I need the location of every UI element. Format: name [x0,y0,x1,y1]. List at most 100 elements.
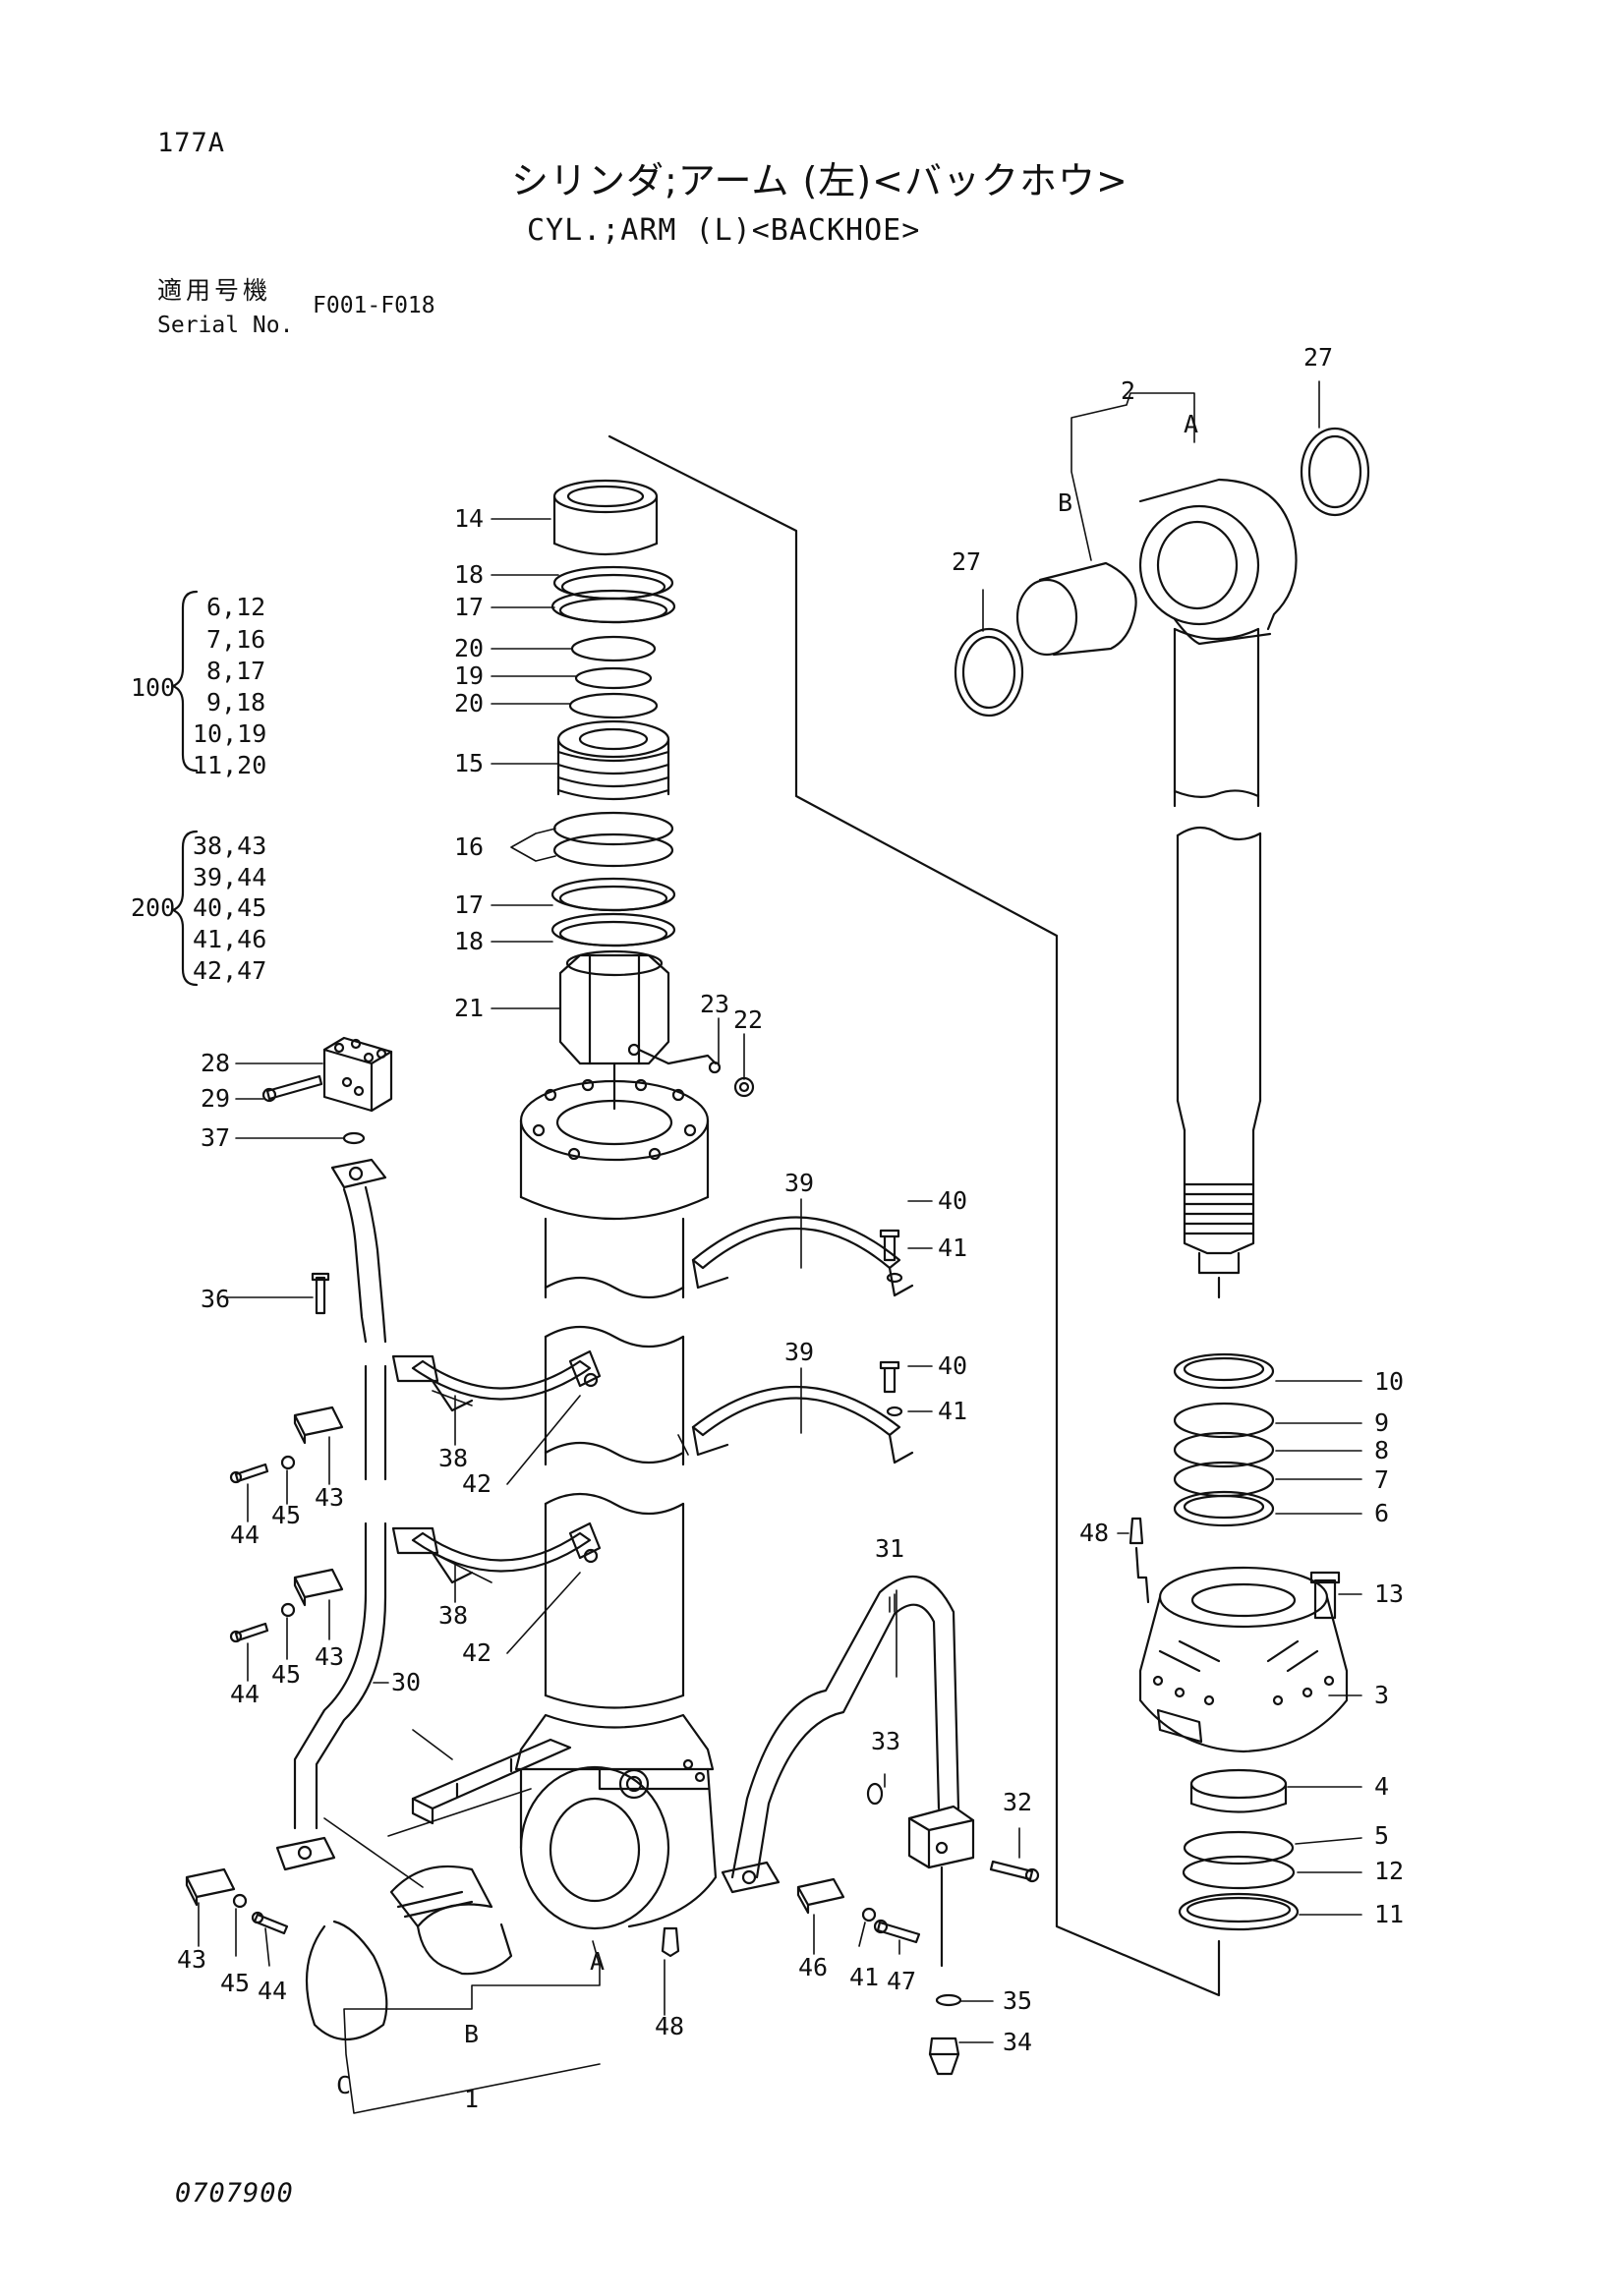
kit-200-item: 41,46 [193,925,267,953]
callout: 39 [784,1169,814,1197]
kit-200-item: 42,47 [193,956,267,985]
callout: 13 [1374,1579,1404,1608]
callout: 44 [230,1521,260,1549]
pipe-fitting-block [907,1805,975,1869]
document-code: 0707900 [175,2178,294,2209]
callout: 14 [454,504,484,533]
bolt-13 [1309,1571,1341,1620]
callout: 10 [1374,1367,1404,1396]
leader-lines [198,380,1362,2043]
grease-nipple-48 [1128,1517,1144,1545]
kit-100-item: 10,19 [193,719,267,748]
callout: 19 [454,661,484,690]
callout: 12 [1374,1857,1404,1885]
hydraulic-pipe-right [730,1576,960,1879]
callout: 40 [938,1186,967,1215]
cylinder-head-nut [558,949,670,1065]
kit-100-label: 100 [131,673,176,702]
kit-200-brace [171,830,199,987]
callout: 20 [454,689,484,718]
bolt-47 [873,1919,921,1944]
callout: 8 [1374,1436,1389,1464]
callout: 40 [938,1351,967,1380]
clamp-half-left-lower [391,1521,602,1584]
callout: 29 [201,1084,230,1113]
bolt-29 [261,1074,323,1103]
title-japanese: シリンダ;アーム (左)<バックホウ> [511,159,1128,202]
nut-42a [583,1372,599,1388]
cylinder-tube-flange [519,1078,710,1299]
callout: 15 [454,749,484,777]
group-letter: A [1184,410,1198,438]
pin-bushing-b [389,1865,513,1976]
callout: 38 [438,1601,468,1630]
pipe-flange-bottom [275,1836,336,1871]
callout: 27 [1303,343,1333,372]
seal-rings-lower [550,811,676,947]
callout: 38 [438,1444,468,1472]
oring-33 [866,1782,884,1806]
callout: 47 [887,1967,916,1995]
bushing-b [1015,561,1137,657]
callout: 16 [454,832,484,861]
cylinder-tube-middle [544,1326,685,1466]
kit-100-item: 11,20 [193,751,267,779]
clamp-block-43c [185,1867,236,1907]
group-letter: B [1058,488,1072,517]
cylinder-tube-bottom [514,1493,715,1771]
valve-block [322,1036,393,1113]
hydraulic-pipe-left [293,1185,387,1830]
callout: 41 [938,1397,967,1425]
callout: 17 [454,593,484,621]
nut-small [733,1076,755,1098]
kit-100-item: 7,16 [206,625,266,654]
callout: 41 [849,1963,879,1991]
kit-100-item: 8,17 [206,657,266,685]
clamp-block-46 [796,1877,845,1915]
callout: 7 [1374,1465,1389,1494]
bolt-44c [251,1911,289,1935]
set-screw [708,1061,722,1074]
callout: 4 [1374,1772,1389,1801]
callout: 20 [454,634,484,662]
assembly-guide-lines [323,1390,689,1888]
callout: 34 [1003,2028,1032,2056]
group-number: 1 [464,2085,479,2113]
callout: 27 [952,547,981,576]
callout: 9 [1374,1408,1389,1437]
snap-ring-c [305,1920,388,2041]
washer-45a [280,1455,296,1470]
clamp-block-43b [293,1568,344,1607]
piston-rod [1176,826,1262,1275]
bolt-44a [229,1463,269,1484]
group-letter: B [464,2020,479,2048]
callout: 37 [201,1123,230,1152]
callout: 39 [784,1338,814,1366]
piston-body [1138,1566,1349,1753]
callout: 2 [1121,376,1135,405]
callout: 17 [454,890,484,919]
callout: 18 [454,927,484,955]
callout: 46 [798,1953,828,1981]
callout: 22 [733,1005,763,1034]
piston-seal-rings [1173,1352,1275,1527]
callout: 48 [655,2012,684,2040]
callout: 33 [871,1727,900,1755]
dust-seal-27-right [1300,427,1370,517]
kit-200-item: 39,44 [193,863,267,891]
piston-rings-lower [1178,1768,1300,1931]
pipe-flange-top [330,1158,387,1189]
clamp-half-left-upper [391,1349,602,1412]
bolt-40b [879,1360,900,1394]
washer-41b [886,1406,903,1417]
bolt-36 [311,1272,330,1315]
bolt-44b [229,1622,269,1643]
cylinder-bottom-eye [519,1758,718,1930]
oring-35 [935,1993,962,2007]
serial-range: F001-F018 [313,293,435,318]
dust-seal-27-left [954,627,1024,718]
callout: 48 [1079,1519,1109,1547]
callout: 45 [220,1969,250,1997]
callout: 35 [1003,1986,1032,2015]
